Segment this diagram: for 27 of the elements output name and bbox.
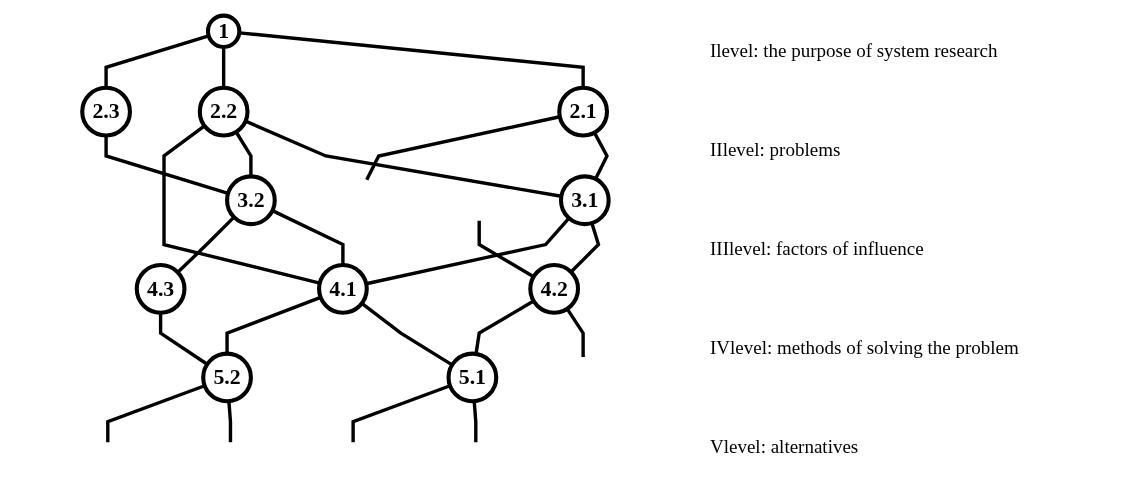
level-description: IIIlevel: factors of influence [710, 238, 925, 260]
connector [176, 215, 235, 274]
node-circle: 2.1 [556, 85, 609, 138]
connector [271, 209, 345, 265]
connector [105, 384, 205, 443]
node-circle: 2.2 [197, 85, 250, 138]
node-circle: 5.2 [200, 351, 253, 404]
level-description: Vlevel: alternatives [710, 436, 860, 458]
connector [472, 401, 478, 443]
connector [350, 384, 451, 443]
node-circle: 2.3 [79, 85, 132, 138]
connector [569, 222, 600, 274]
level-description: IVlevel: methods of solving the problem [710, 337, 1020, 359]
level-description: IIlevel: problems [710, 139, 842, 161]
node-circle: 4.2 [527, 262, 580, 315]
node-circle: 4.1 [316, 262, 369, 315]
connector [565, 307, 585, 357]
node-circle: 1 [205, 13, 241, 49]
connector [226, 401, 232, 443]
node-circle: 4.3 [134, 262, 187, 315]
node-circle: 3.1 [558, 174, 611, 227]
node-circle: 3.2 [224, 174, 277, 227]
connector [360, 302, 453, 367]
node-circle: 5.1 [446, 351, 498, 404]
connector [161, 124, 320, 285]
connector [592, 131, 609, 180]
level-description: Ilevel: the purpose of system research [710, 40, 999, 62]
